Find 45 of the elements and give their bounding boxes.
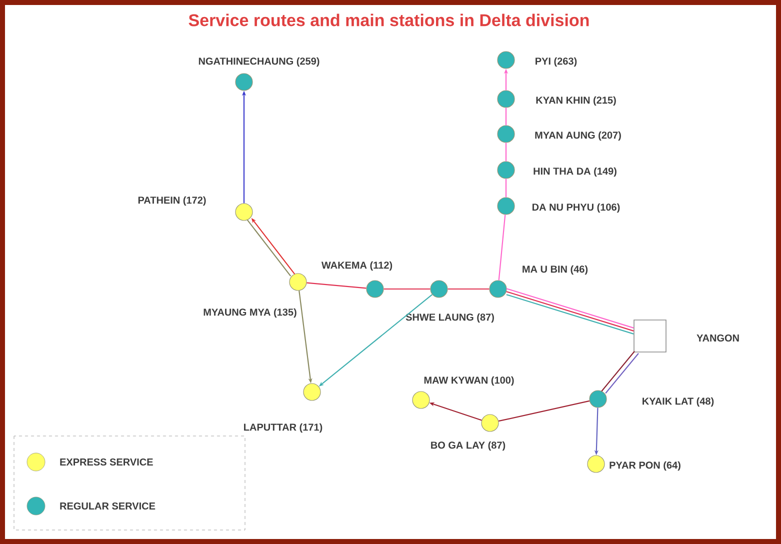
- station-label: YANGON: [696, 334, 739, 342]
- station-label: KYAN KHIN (215): [536, 96, 616, 106]
- station-label: NGATHINECHAUNG (259): [198, 57, 320, 67]
- station-label: BO GA LAY (87): [431, 441, 506, 451]
- station-square: [634, 320, 666, 352]
- legend-label: REGULAR SERVICE: [60, 502, 156, 510]
- station-label: WAKEMA (112): [321, 261, 392, 271]
- route-line: [384, 288, 430, 290]
- station-circle: [235, 73, 253, 91]
- station-label: SHWE LAUNG (87): [406, 313, 494, 323]
- station-circle: [489, 280, 507, 298]
- station-circle: [289, 273, 307, 291]
- station-circle: [303, 383, 321, 401]
- route-line: [505, 142, 507, 162]
- station-circle: [497, 51, 515, 69]
- station-label: DA NU PHYU (106): [532, 203, 620, 213]
- station-label: HIN THA DA (149): [534, 167, 616, 177]
- route-line: [306, 282, 366, 289]
- route-line: [498, 214, 506, 280]
- legend-label: EXPRESS SERVICE: [60, 458, 153, 466]
- station-label: KYAIK LAT (48): [642, 397, 714, 407]
- station-label: PYI (263): [536, 57, 577, 67]
- station-label: LAPUTTAR (171): [244, 423, 322, 433]
- station-label: PATHEIN (172): [138, 196, 206, 206]
- station-circle: [430, 280, 448, 298]
- station-label: MAW KYWAN (100): [424, 376, 514, 386]
- route-line: [505, 108, 507, 126]
- station-circle: [587, 455, 605, 473]
- station-label: PYAR PON (64): [610, 461, 680, 471]
- station-circle: [366, 280, 384, 298]
- station-circle: [412, 391, 430, 409]
- station-circle: [497, 161, 515, 179]
- route-line: [498, 400, 590, 422]
- station-label: MA U BIN (46): [522, 265, 588, 275]
- station-circle: [481, 414, 499, 432]
- station-circle: [497, 90, 515, 108]
- title: Service routes and main stations in Delta division: [188, 14, 589, 26]
- station-circle: [235, 203, 253, 221]
- route-line: [448, 288, 490, 290]
- route-line: [505, 178, 507, 198]
- station-circle: [497, 125, 515, 143]
- station-label: MYAUNG MYA (135): [204, 308, 296, 318]
- station-circle: [589, 390, 607, 408]
- station-label: MYAN AUNG (207): [535, 131, 621, 141]
- station-circle: [497, 197, 515, 215]
